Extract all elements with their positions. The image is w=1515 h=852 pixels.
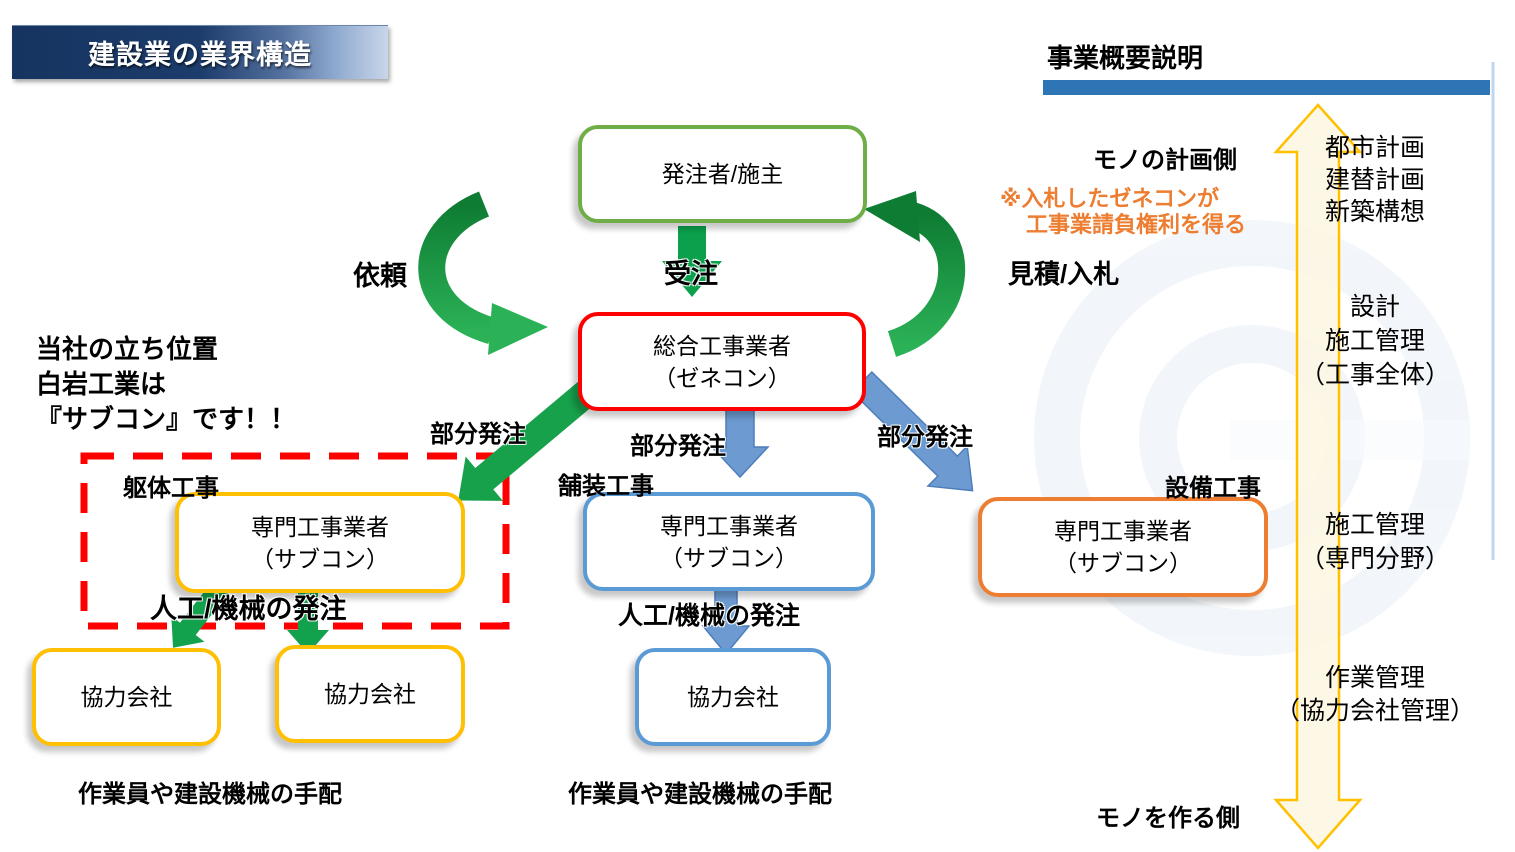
subcontractor-frame-line1: 専門工事業者 — [251, 513, 389, 540]
bid-note-line2: 工事業請負権利を得る — [1026, 212, 1247, 237]
company-position-line1: 当社の立ち位置 — [36, 334, 219, 364]
axis-stage-work-management: 作業管理 （協力会社管理） — [1250, 662, 1500, 728]
arrange-frame-note: 作業員や建設機械の手配 — [78, 781, 342, 808]
request-curved-arrow — [418, 191, 548, 355]
axis-stage-design-line1: 設計 — [1349, 293, 1400, 321]
partial-order-paving-label: 部分発注 — [630, 433, 726, 460]
labor-machine-order-frame-label: 人工/機械の発注 — [150, 594, 347, 624]
slide-title-banner: 建設業の業界構造 — [12, 25, 388, 79]
subcontractor-paving-box: 専門工事業者 （サブコン） — [583, 492, 875, 591]
subcontractor-equipment-line1: 専門工事業者 — [1054, 518, 1192, 544]
company-position-dashed-frame — [80, 452, 510, 630]
partial-order-equipment-label: 部分発注 — [877, 424, 973, 451]
estimate-bid-curved-arrow — [864, 191, 965, 357]
general-contractor-line2: （ゼネコン） — [653, 364, 791, 391]
axis-stage-planning-line1: 都市計画 — [1324, 134, 1425, 162]
paving-works-label: 舗装工事 — [558, 473, 654, 500]
labor-order-paving-arrow — [701, 583, 751, 656]
axis-stage-work-management-line2: （協力会社管理） — [1274, 697, 1475, 725]
axis-stage-site-management-line2: （専門分野） — [1299, 545, 1450, 573]
general-contractor-box: 総合工事業者 （ゼネコン） — [578, 312, 866, 411]
company-position-statement: 当社の立ち位置 白岩工業は 『サブコン』です！！ — [36, 332, 296, 437]
partial-order-paving-arrow — [710, 403, 770, 479]
receive-order-label: 受注 — [664, 259, 718, 289]
general-contractor-line1: 総合工事業者 — [653, 332, 791, 359]
partner-paving-box: 協力会社 — [635, 648, 831, 746]
partial-order-equipment-arrow — [851, 370, 974, 492]
overview-heading: 事業概要説明 — [1047, 43, 1204, 73]
axis-stage-site-management: 施工管理 （専門分野） — [1270, 508, 1480, 576]
axis-stage-work-management-line1: 作業管理 — [1324, 664, 1425, 692]
labor-order-arrow-right — [287, 580, 329, 654]
partner-frame-box-1: 協力会社 — [32, 648, 221, 746]
axis-stage-site-management-line1: 施工管理 — [1324, 511, 1425, 539]
axis-stage-design-line3: （工事全体） — [1299, 361, 1450, 389]
bid-note: ※入札したゼネコンが 工事業請負権利を得る — [1000, 186, 1246, 238]
company-position-line3: 『サブコン』です！！ — [36, 404, 297, 434]
owner-box-label: 発注者/施主 — [661, 161, 784, 187]
frame-works-label: 躯体工事 — [123, 475, 219, 502]
partial-order-frame-arrow — [458, 379, 599, 501]
axis-stage-design: 設計 施工管理 （工事全体） — [1270, 290, 1480, 392]
request-label: 依頼 — [353, 261, 407, 291]
company-position-line2: 白岩工業は — [36, 369, 167, 399]
receive-order-arrow — [662, 226, 722, 297]
subcontractor-paving-line1: 専門工事業者 — [660, 512, 798, 539]
process-axis-double-arrow — [1273, 103, 1363, 850]
partner-frame-box-2: 協力会社 — [275, 645, 465, 743]
axis-stage-planning: 都市計画 建替計画 新築構想 — [1270, 132, 1480, 228]
estimate-bid-label: 見積/入札 — [1008, 259, 1120, 289]
partner-frame-box-2-label: 協力会社 — [324, 681, 416, 707]
partner-paving-box-label: 協力会社 — [687, 684, 779, 710]
axis-stage-planning-line3: 新築構想 — [1324, 198, 1425, 226]
slide-title: 建設業の業界構造 — [88, 40, 312, 70]
plan-side-label: モノの計画側 — [1093, 147, 1237, 174]
partner-frame-box-1-label: 協力会社 — [80, 684, 173, 710]
subcontractor-frame-line2: （サブコン） — [251, 545, 389, 572]
labor-machine-order-paving-label: 人工/機械の発注 — [618, 602, 800, 630]
overview-heading-underline — [1043, 80, 1490, 95]
equipment-works-label: 設備工事 — [1165, 475, 1261, 502]
partial-order-frame-label: 部分発注 — [430, 421, 526, 448]
owner-box: 発注者/施主 — [578, 125, 867, 223]
bid-note-line1: ※入札したゼネコンが — [1000, 186, 1219, 211]
subcontractor-paving-line2: （サブコン） — [660, 544, 798, 571]
make-side-label: モノを作る側 — [1096, 805, 1240, 832]
axis-stage-planning-line2: 建替計画 — [1324, 166, 1425, 194]
axis-stage-design-line2: 施工管理 — [1324, 327, 1425, 355]
arrange-paving-note: 作業員や建設機械の手配 — [568, 781, 832, 808]
subcontractor-equipment-line2: （サブコン） — [1054, 550, 1192, 576]
subcontractor-frame-box: 専門工事業者 （サブコン） — [175, 492, 465, 593]
subcontractor-equipment-box: 専門工事業者 （サブコン） — [978, 497, 1268, 597]
